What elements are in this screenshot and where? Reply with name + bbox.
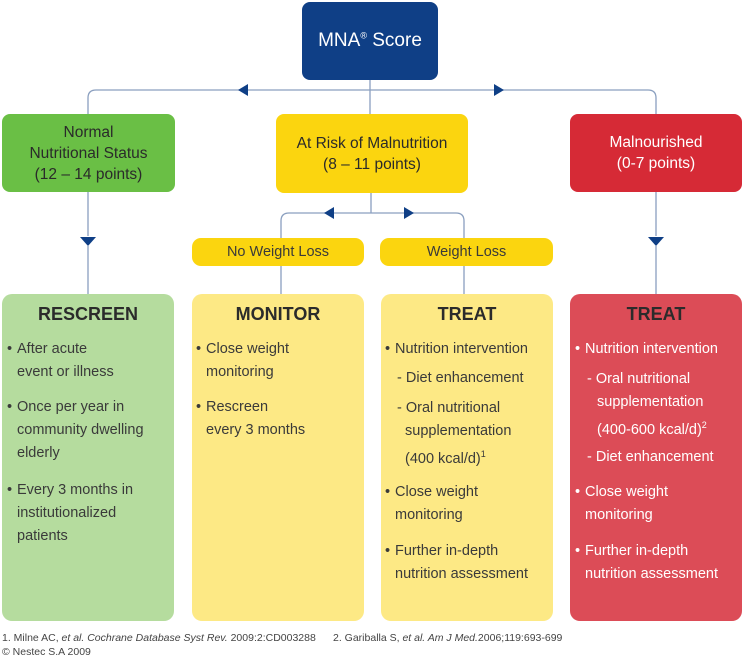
malnourished-status-box: Malnourished (0-7 points) bbox=[570, 114, 742, 192]
arrow-right-icon bbox=[404, 207, 414, 219]
treat-malnourished-card: TREAT • Nutrition intervention - Oral nu… bbox=[570, 294, 742, 621]
treat-risk-card: TREAT • Nutrition intervention - Diet en… bbox=[381, 294, 553, 621]
malnourished-line1: Malnourished bbox=[609, 134, 703, 151]
treat-risk-item: • Further in-depth nutrition assessment bbox=[385, 543, 528, 582]
treat-risk-subitem: - Diet enhancement bbox=[397, 370, 524, 386]
copyright: © Nestec S.A 2009 bbox=[2, 646, 91, 658]
treat-risk-item: • Nutrition intervention bbox=[385, 341, 528, 357]
monitor-card: MONITOR • Close weight monitoring • Resc… bbox=[192, 294, 364, 621]
treat-mal-subitem: - Oral nutritional supplementation (400-… bbox=[587, 371, 707, 438]
monitor-item: • Close weight monitoring bbox=[196, 341, 290, 380]
normal-status-line1: Normal bbox=[63, 123, 114, 141]
no-weight-loss-label: No Weight Loss bbox=[192, 238, 364, 266]
rescreen-item: • Once per year in community dwelling el… bbox=[7, 399, 144, 461]
rescreen-card: RESCREEN • After acute event or illness … bbox=[2, 294, 174, 621]
no-weight-loss-text: No Weight Loss bbox=[226, 244, 330, 260]
treat-mal-item: • Further in-depth nutrition assessment bbox=[575, 543, 718, 582]
at-risk-line1: At Risk of Malnutrition bbox=[296, 134, 448, 152]
treat-malnourished-title: TREAT bbox=[626, 304, 686, 324]
reference-2: 2. Gariballa S, et al. Am J Med.2006;119… bbox=[333, 632, 563, 644]
treat-risk-item: • Close weight monitoring bbox=[385, 484, 479, 523]
at-risk-line2: (8 – 11 points) bbox=[323, 155, 421, 173]
normal-status-box: Normal Nutritional Status (12 – 14 point… bbox=[2, 114, 175, 192]
reference-1: 1. Milne AC, et al. Cochrane Database Sy… bbox=[2, 632, 316, 644]
arrow-right-icon bbox=[494, 84, 504, 96]
rescreen-item: • After acute event or illness bbox=[7, 341, 114, 380]
arrow-down-icon bbox=[648, 237, 664, 246]
treat-mal-item: • Nutrition intervention bbox=[575, 341, 718, 357]
rescreen-title: RESCREEN bbox=[37, 304, 139, 324]
normal-status-line2: Nutritional Status bbox=[29, 144, 148, 162]
mna-score-box: MNA® Score bbox=[302, 2, 438, 80]
normal-status-line3: (12 – 14 points) bbox=[34, 165, 143, 183]
treat-mal-subitem: - Diet enhancement bbox=[587, 449, 714, 465]
at-risk-status-box: At Risk of Malnutrition (8 – 11 points) bbox=[276, 114, 468, 193]
monitor-item: • Rescreen every 3 months bbox=[196, 399, 306, 438]
malnourished-line2: (0-7 points) bbox=[616, 155, 696, 172]
arrow-left-icon bbox=[238, 84, 248, 96]
treat-risk-title: TREAT bbox=[437, 304, 497, 324]
treat-mal-item: • Close weight monitoring bbox=[575, 484, 669, 523]
weight-loss-label: Weight Loss bbox=[380, 238, 553, 266]
monitor-title: MONITOR bbox=[235, 304, 321, 324]
mna-score-title: MNA® Score bbox=[318, 30, 422, 51]
rescreen-item: • Every 3 months in institutionalized pa… bbox=[7, 482, 134, 544]
treat-risk-subitem: - Oral nutritional supplementation (400 … bbox=[397, 400, 512, 467]
arrow-left-icon bbox=[324, 207, 334, 219]
arrow-down-icon bbox=[80, 237, 96, 246]
weight-loss-text: Weight Loss bbox=[426, 244, 507, 260]
